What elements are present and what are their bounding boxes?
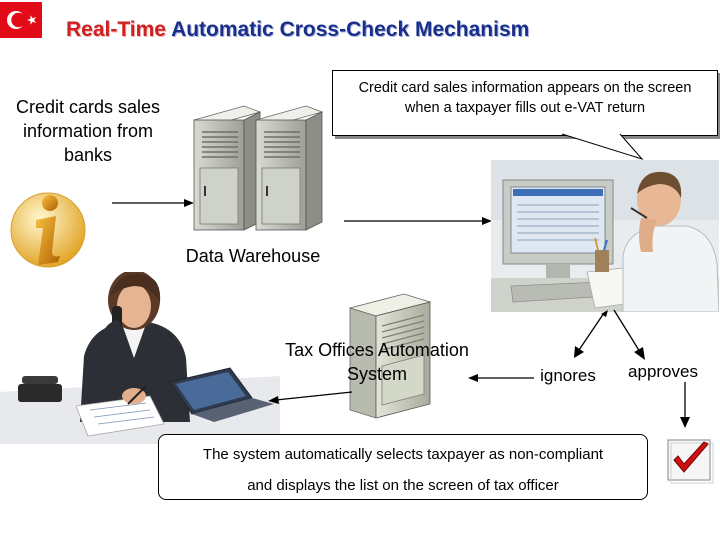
data-warehouse-label: Data Warehouse	[185, 246, 321, 266]
checkmark-icon	[664, 434, 716, 484]
taxpayer-photo	[491, 160, 720, 313]
title-part-2: Automatic Cross-Check Mechanism	[171, 18, 530, 41]
bottom-box-line-1: The system automatically selects taxpaye…	[202, 446, 604, 463]
callout-text: Credit card sales information appears on…	[358, 80, 692, 116]
data-warehouse-server-icon	[190, 98, 340, 233]
approves-label: approves	[628, 362, 698, 381]
credit-cards-label: Credit cards sales information from bank…	[15, 97, 161, 165]
tax-officer-photo	[0, 270, 280, 444]
bottom-box-line-2: and displays the list on the screen of t…	[247, 477, 559, 494]
bottom-box: The system automatically selects taxpaye…	[158, 434, 648, 500]
tax-office-server-icon	[346, 290, 436, 420]
arrow-ignores-to-tax-office	[468, 371, 534, 383]
arrow-to-approves	[610, 308, 650, 362]
tax-offices-label: Tax Offices Automation System	[285, 340, 469, 384]
arrow-warehouse-to-taxpayer	[344, 214, 492, 226]
page-title: Real-Time Automatic Cross-Check Mechanis…	[66, 18, 529, 42]
arrow-to-ignores	[570, 310, 610, 360]
ignores-label: ignores	[540, 366, 596, 385]
info-icon	[6, 188, 90, 272]
title-part-1: Real-Time	[66, 18, 166, 41]
arrow-banks-to-warehouse	[112, 196, 194, 208]
callout-pointer	[560, 133, 660, 163]
arrow-approves-to-check	[678, 382, 692, 428]
callout-box: Credit card sales information appears on…	[332, 70, 718, 136]
turkey-flag-icon	[0, 2, 42, 38]
arrow-tax-office-to-officer	[268, 388, 353, 404]
